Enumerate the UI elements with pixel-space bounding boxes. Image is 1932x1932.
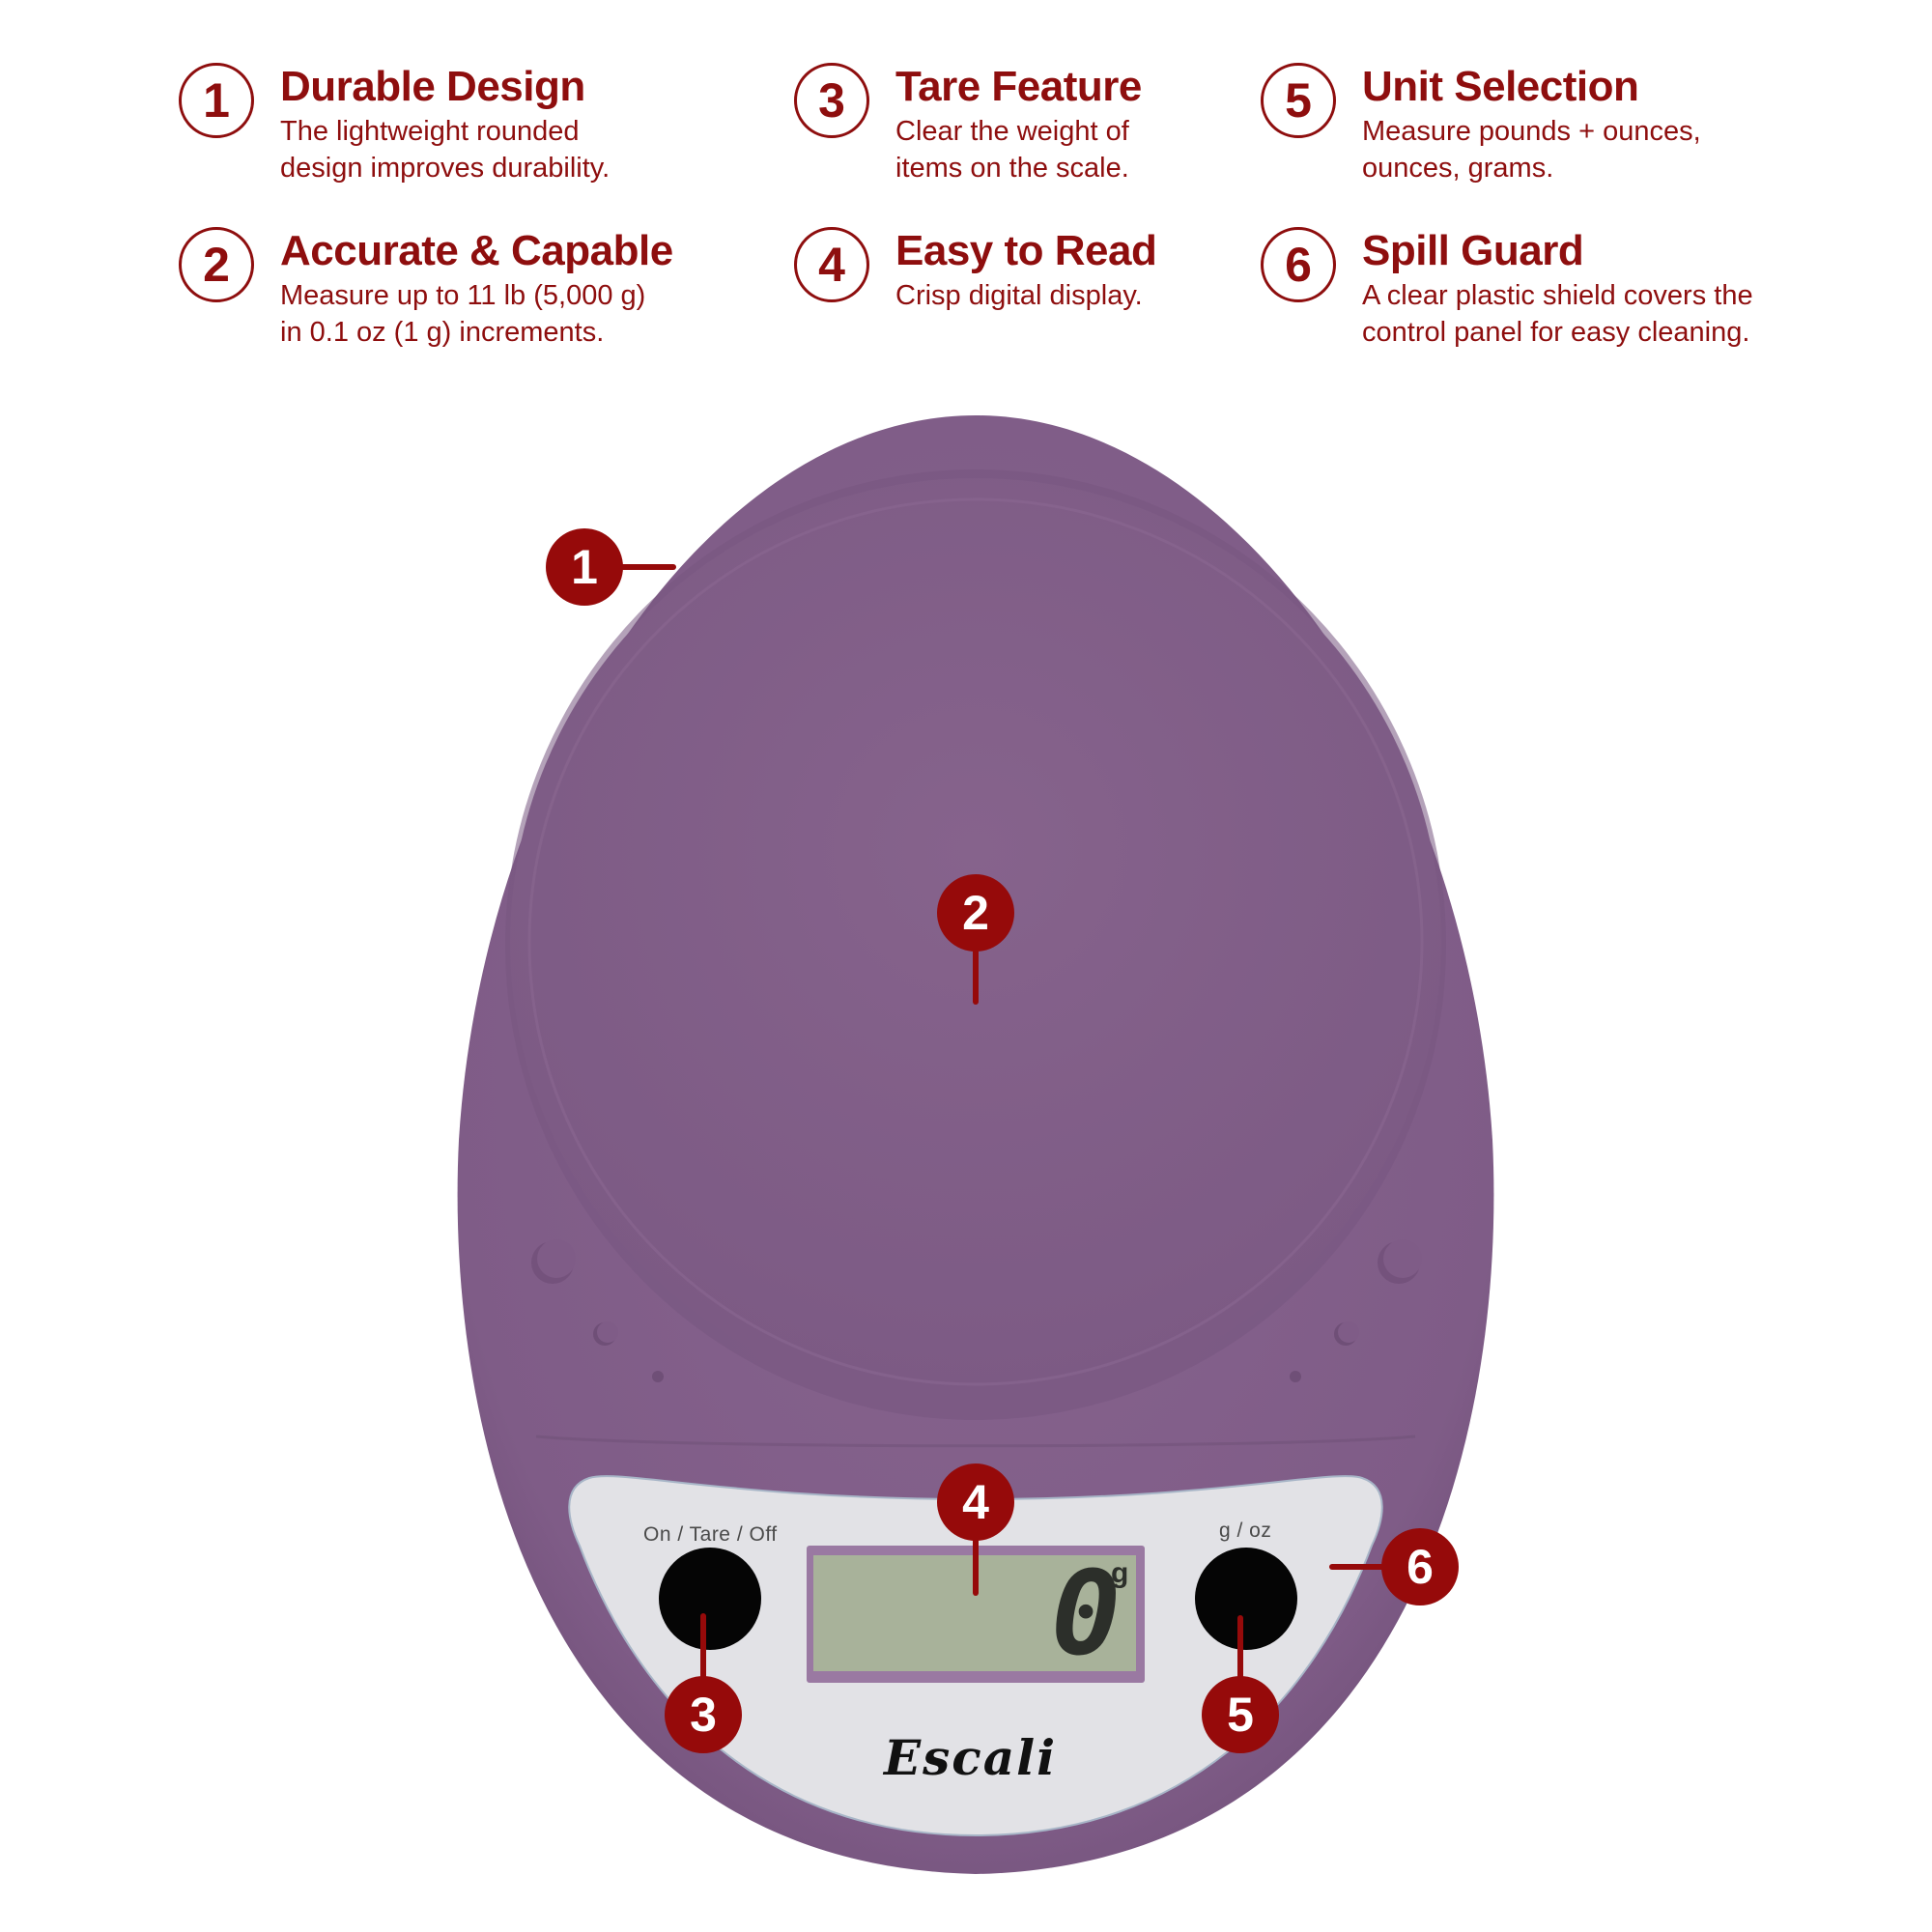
callout-leader-line — [700, 1613, 706, 1700]
lcd-weight-value: 0 — [1051, 1548, 1122, 1682]
feature-desc-line: design improves durability. — [280, 153, 611, 184]
feature-description: Clear the weight of items on the scale. — [895, 113, 1129, 186]
on-tare-off-label: On / Tare / Off — [643, 1523, 778, 1546]
callout-leader-line — [1329, 1564, 1392, 1570]
feature-desc-line: control panel for easy cleaning. — [1362, 317, 1750, 348]
feature-number-badge: 5 — [1261, 63, 1336, 138]
feature-description: Measure pounds + ounces, ounces, grams. — [1362, 113, 1701, 186]
feature-number-badge: 4 — [794, 227, 869, 302]
feature-desc-line: Measure up to 11 lb (5,000 g) — [280, 280, 646, 311]
feature-desc-line: Clear the weight of — [895, 116, 1129, 147]
callout-marker-6: 6 — [1381, 1528, 1459, 1605]
callout-marker-4: 4 — [937, 1463, 1014, 1541]
feature-number-badge: 3 — [794, 63, 869, 138]
callout-marker-5: 5 — [1202, 1676, 1279, 1753]
callout-leader-line — [973, 1536, 979, 1596]
callout-leader-line — [973, 942, 979, 1005]
feature-desc-line: The lightweight rounded — [280, 116, 580, 147]
feature-desc-line: in 0.1 oz (1 g) increments. — [280, 317, 605, 348]
feature-number-badge: 6 — [1261, 227, 1336, 302]
feature-description: A clear plastic shield covers the contro… — [1362, 277, 1753, 351]
feature-description: Crisp digital display. — [895, 277, 1143, 314]
callout-marker-1: 1 — [546, 528, 623, 606]
feature-description: The lightweight rounded design improves … — [280, 113, 610, 186]
unit-toggle-button[interactable] — [1195, 1548, 1297, 1650]
callout-leader-line — [1237, 1615, 1243, 1702]
feature-title: Accurate & Capable — [280, 227, 673, 274]
feature-number-badge: 1 — [179, 63, 254, 138]
feature-desc-line: Crisp digital display. — [895, 280, 1143, 311]
feature-title: Easy to Read — [895, 227, 1157, 274]
on-tare-off-button[interactable] — [659, 1548, 761, 1650]
feature-desc-line: items on the scale. — [895, 153, 1129, 184]
callout-marker-3: 3 — [665, 1676, 742, 1753]
feature-title: Tare Feature — [895, 63, 1142, 110]
callout-leader-line — [618, 564, 676, 570]
lcd-unit: g — [1111, 1557, 1129, 1589]
brand-logo: Escali — [884, 1729, 1058, 1786]
feature-number-badge: 2 — [179, 227, 254, 302]
feature-title: Durable Design — [280, 63, 585, 110]
unit-toggle-label: g / oz — [1219, 1520, 1272, 1542]
feature-title: Spill Guard — [1362, 227, 1584, 274]
feature-desc-line: ounces, grams. — [1362, 153, 1554, 184]
callout-marker-2: 2 — [937, 874, 1014, 952]
feature-title: Unit Selection — [1362, 63, 1639, 110]
feature-desc-line: Measure pounds + ounces, — [1362, 116, 1701, 147]
feature-description: Measure up to 11 lb (5,000 g) in 0.1 oz … — [280, 277, 645, 351]
feature-desc-line: A clear plastic shield covers the — [1362, 280, 1753, 311]
